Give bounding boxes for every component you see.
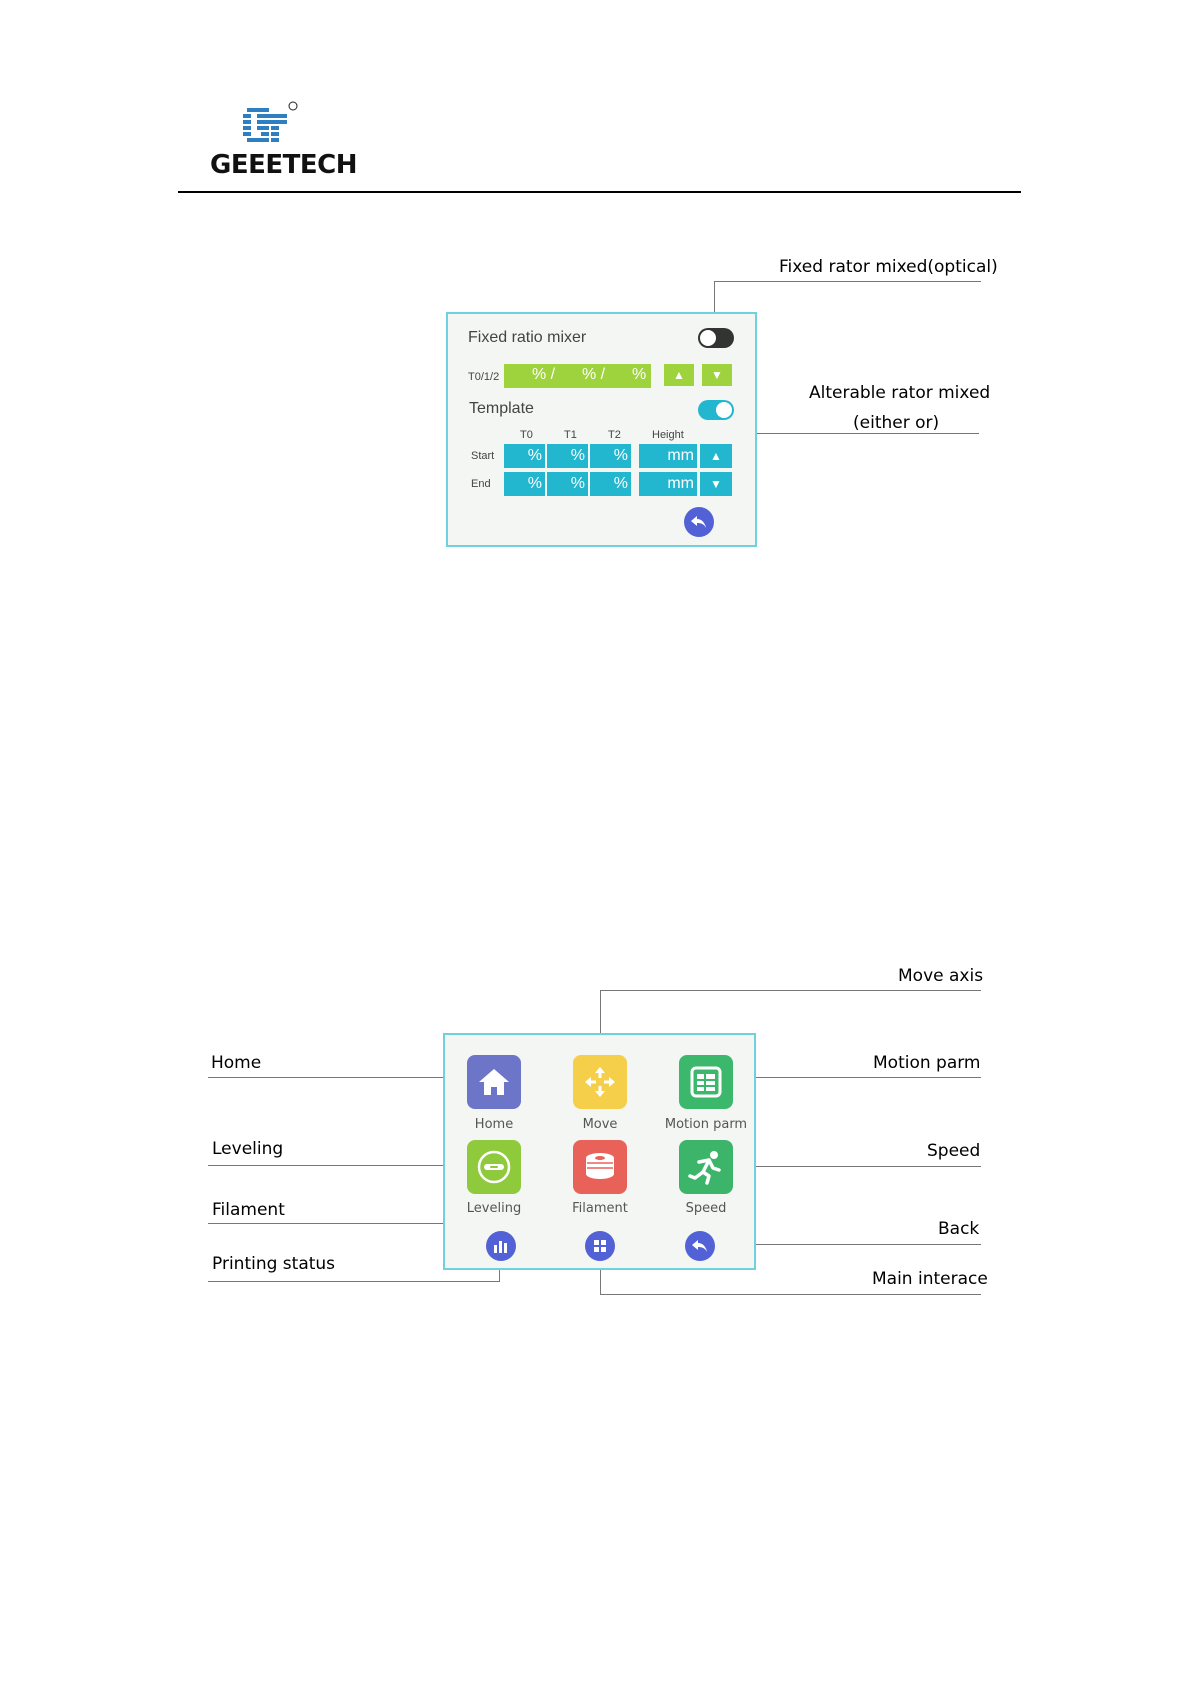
start-height-cell[interactable]: mm [639, 444, 697, 468]
leveling-button[interactable] [467, 1140, 521, 1194]
callout-line [208, 1077, 468, 1078]
callout-back: Back [938, 1219, 979, 1239]
ratio-up-button[interactable]: ▲ [664, 364, 694, 386]
running-man-icon [687, 1148, 725, 1186]
printing-status-button[interactable] [486, 1231, 516, 1261]
start-t1-cell[interactable]: % [547, 444, 588, 468]
bar-chart-icon [492, 1238, 510, 1254]
main-interface-button[interactable] [585, 1231, 615, 1261]
logo-wordmark: GEEETECH [210, 150, 357, 180]
ratio-row-label: T0/1/2 [468, 371, 499, 383]
height-down-button[interactable]: ▼ [700, 472, 732, 496]
callout-printing-status: Printing status [212, 1254, 335, 1274]
callout-line [208, 1281, 500, 1282]
move-button[interactable] [573, 1055, 627, 1109]
end-height-cell[interactable]: mm [639, 472, 697, 496]
leveling-label: Leveling [444, 1201, 544, 1216]
row-label-end: End [471, 478, 491, 490]
speed-label: Speed [656, 1201, 756, 1216]
house-icon [477, 1066, 511, 1098]
column-header-t1: T1 [564, 429, 577, 441]
start-t2-cell[interactable]: % [590, 444, 631, 468]
template-toggle[interactable] [698, 400, 734, 420]
filament-spool-icon [582, 1150, 618, 1184]
header-divider [178, 191, 1021, 193]
callout-main-interace: Main interace [872, 1269, 988, 1289]
callout-leveling: Leveling [212, 1139, 283, 1159]
start-t0-cell[interactable]: % [504, 444, 545, 468]
triangle-down-icon: ▼ [711, 368, 723, 382]
filament-button[interactable] [573, 1140, 627, 1194]
callout-home: Home [211, 1053, 261, 1073]
level-bubble-icon [476, 1149, 512, 1185]
grid-icon [592, 1238, 608, 1254]
template-label: Template [469, 400, 534, 418]
row-label-start: Start [471, 450, 494, 462]
end-t1-cell[interactable]: % [547, 472, 588, 496]
back-arrow-icon [691, 1238, 709, 1254]
column-header-t0: T0 [520, 429, 533, 441]
back-arrow-icon [690, 514, 708, 530]
column-header-height: Height [652, 429, 684, 441]
callout-line [600, 990, 981, 991]
callout-fixed-mixed: Fixed rator mixed(optical) [779, 257, 998, 277]
callout-line [730, 1077, 981, 1078]
filament-label: Filament [550, 1201, 650, 1216]
callout-speed: Speed [927, 1141, 980, 1161]
triangle-up-icon: ▲ [710, 449, 722, 463]
move-arrows-icon [582, 1064, 618, 1100]
motion-parm-label: Motion parm [656, 1117, 756, 1132]
mixer-back-button[interactable] [684, 507, 714, 537]
callout-line [600, 1294, 981, 1295]
ratio-input-bar[interactable]: % / % / % [504, 364, 651, 388]
fixed-ratio-mixer-panel: Fixed ratio mixer T0/1/2 % / % / % ▲ ▼ T… [446, 312, 757, 547]
list-panel-icon [689, 1065, 723, 1099]
callout-line [714, 281, 981, 282]
callout-line [208, 1165, 468, 1166]
callout-filament: Filament [212, 1200, 285, 1220]
triangle-down-icon: ▼ [710, 477, 722, 491]
callout-motion-parm: Motion parm [873, 1053, 981, 1073]
triangle-up-icon: ▲ [673, 368, 685, 382]
end-t2-cell[interactable]: % [590, 472, 631, 496]
end-t0-cell[interactable]: % [504, 472, 545, 496]
move-label: Move [550, 1117, 650, 1132]
ratio-down-button[interactable]: ▼ [702, 364, 732, 386]
column-header-t2: T2 [608, 429, 621, 441]
panel-title: Fixed ratio mixer [468, 329, 586, 347]
callout-alterable-note: (either or) [853, 413, 939, 433]
callout-line [730, 1166, 981, 1167]
callout-alterable-mixed: Alterable rator mixed [809, 383, 990, 403]
tools-menu-panel: Home Move Motion parm Leveling [443, 1033, 756, 1270]
back-button[interactable] [685, 1231, 715, 1261]
fixed-ratio-toggle[interactable] [698, 328, 734, 348]
home-label: Home [444, 1117, 544, 1132]
speed-button[interactable] [679, 1140, 733, 1194]
callout-move-axis: Move axis [898, 966, 983, 986]
height-up-button[interactable]: ▲ [700, 444, 732, 468]
motion-parm-button[interactable] [679, 1055, 733, 1109]
home-button[interactable] [467, 1055, 521, 1109]
